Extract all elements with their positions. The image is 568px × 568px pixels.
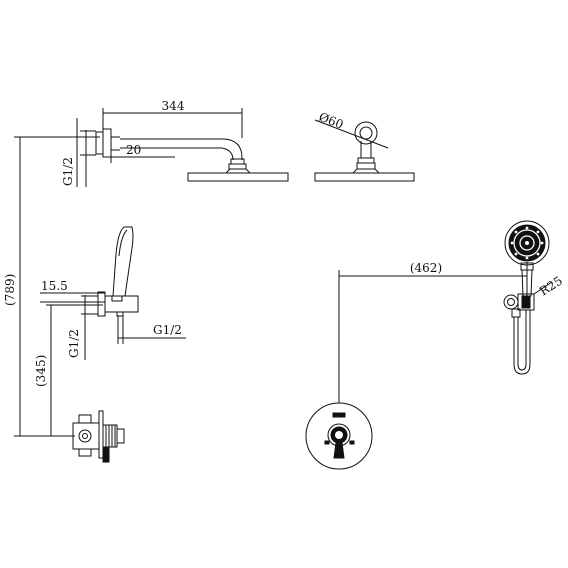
handset-holder-side-view (40, 226, 186, 436)
reach-dimension (338, 262, 528, 403)
handheld-neck (520, 262, 534, 271)
label-hose-reach: (462) (410, 261, 442, 275)
overall-height-dimension (14, 136, 100, 437)
shower-arm-front-view (314, 119, 415, 182)
valve-front-view (305, 402, 373, 470)
front-flange-outer (354, 121, 378, 145)
valve-body (72, 422, 100, 450)
label-arm-length: 344 (162, 99, 185, 113)
arm-bend-outer (223, 138, 243, 160)
inlet-fitting (95, 131, 104, 155)
valve-handle-lever (333, 442, 345, 459)
front-flange-inner (359, 126, 373, 140)
valve-side-view (72, 410, 125, 463)
valve-indicator-bar (332, 412, 346, 418)
handset-inner-line (118, 229, 128, 257)
holder-mount-outer (503, 294, 519, 310)
wall-flange (102, 128, 112, 158)
label-inlet-thread-top: G1/2 (61, 157, 75, 186)
valve-plate (98, 410, 104, 459)
label-outlet-thread: G1/2 (153, 323, 182, 337)
shower-arm-side-view (76, 108, 289, 187)
hose-loop-inner (517, 310, 527, 371)
handheld-face-outer (504, 220, 550, 266)
handheld-front-view (503, 220, 553, 375)
hose-loop-outer (513, 310, 531, 375)
label-holder-radius: R25 (537, 274, 565, 299)
valve-lever (102, 447, 110, 463)
valve-port (78, 429, 92, 443)
rain-head-side (187, 172, 289, 182)
label-total-height: (789) (3, 274, 17, 306)
label-handset-height: 15.5 (41, 279, 68, 293)
arm-bend-inner (221, 147, 234, 161)
hose-outlet-elbow (511, 308, 521, 318)
holder-wall-plate (97, 291, 106, 317)
handset-side-outline (112, 226, 134, 297)
label-rose-diameter: Ø60 (317, 110, 345, 132)
label-valve-height: (345) (34, 355, 48, 387)
dim-line-r25 (533, 281, 553, 295)
label-flange-offset: 20 (126, 143, 141, 157)
valve-knob (116, 428, 125, 444)
label-inlet-thread-lower: G1/2 (67, 329, 81, 358)
dim-line-diameter (314, 119, 389, 149)
rain-head-front (314, 172, 415, 182)
holder-outlet (116, 311, 124, 317)
